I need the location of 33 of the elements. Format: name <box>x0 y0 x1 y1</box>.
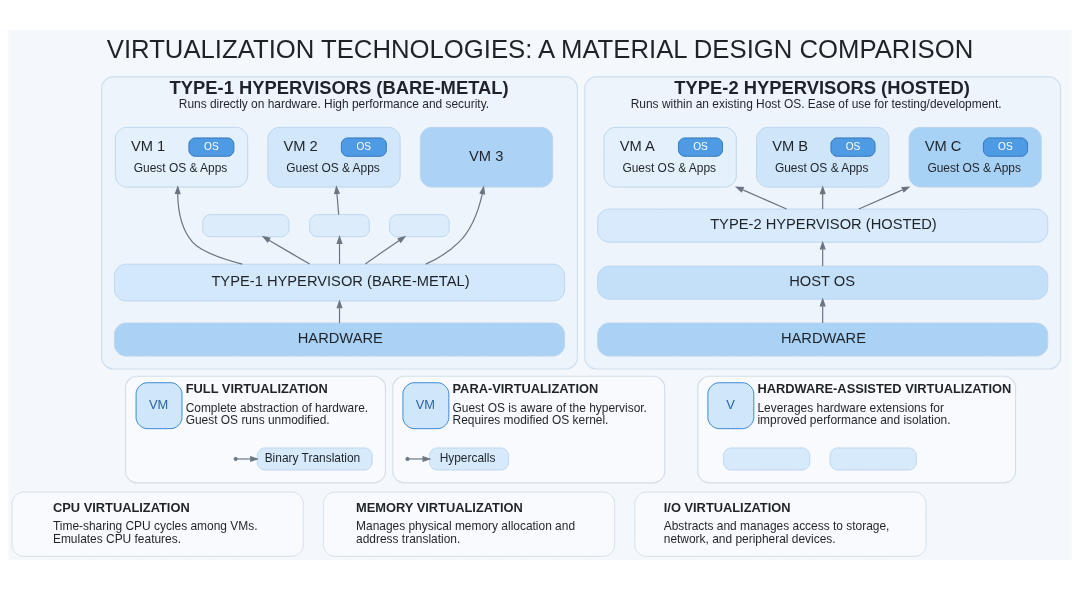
node-box: VM A OS Guest OS & Apps <box>603 126 737 188</box>
arrow <box>333 184 341 215</box>
node-box <box>309 213 370 237</box>
arrow <box>858 185 911 210</box>
node-box: MEMORY VIRTUALIZATION Manages physical memory allocation and address translation. <box>323 491 616 557</box>
arrow <box>425 185 486 265</box>
arrow <box>174 184 243 265</box>
node-box <box>389 213 450 237</box>
node-box: HARDWARE <box>597 322 1049 357</box>
node-box <box>723 447 811 470</box>
node-box: VM 2 OS Guest OS & Apps <box>267 126 401 188</box>
node-box: CPU VIRTUALIZATION Time-sharing CPU cycles among VMs. Emulates CPU features. <box>11 491 304 557</box>
node-box: VM B OS Guest OS & Apps <box>756 126 890 188</box>
arrow <box>734 185 788 210</box>
node-box <box>829 447 917 470</box>
diagram-title: VIRTUALIZATION TECHNOLOGIES: A MATERIAL DESIGN COMPARISON <box>106 34 974 63</box>
node-box: TYPE-1 HYPERVISOR (BARE-METAL) <box>114 263 566 301</box>
node-box: VM C OS Guest OS & Apps <box>908 126 1042 188</box>
arrow <box>237 455 259 462</box>
node-box: I/O VIRTUALIZATION Abstracts and manages access to storage, network, and peripheral devices. <box>634 491 927 557</box>
node-box <box>202 213 290 237</box>
cluster: V HARDWARE-ASSISTED VIRTUALIZATION Leverages hardware extensions for improved performance and isolation. <box>697 375 1017 483</box>
arrow <box>408 455 432 462</box>
arrow <box>364 235 407 265</box>
node-box: HARDWARE <box>114 322 566 357</box>
arrow <box>261 235 311 265</box>
node-box: TYPE-2 HYPERVISOR (HOSTED) <box>597 208 1049 243</box>
node-box: Binary Translation <box>256 447 373 470</box>
arrow <box>336 234 343 265</box>
node-box: Hypercalls <box>429 447 509 470</box>
node-box: VM 3 <box>419 126 554 188</box>
node-box: HOST OS <box>597 265 1049 300</box>
node-box: VM 1 OS Guest OS & Apps <box>114 126 249 188</box>
